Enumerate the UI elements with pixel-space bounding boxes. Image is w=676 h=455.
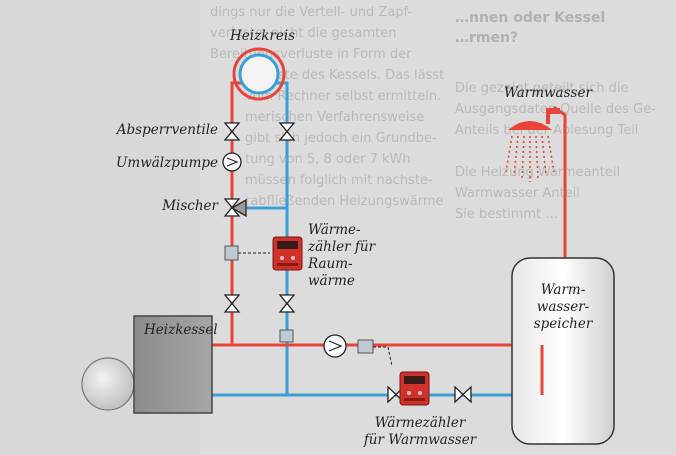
label-speicher-1: Warm- xyxy=(540,282,586,298)
label-waermezaehler-ww-2: für Warmwasser xyxy=(363,432,477,448)
sensor-wire xyxy=(373,346,393,367)
burner-icon xyxy=(81,357,135,411)
room-heat-sensor xyxy=(224,245,239,261)
label-waermezaehler-raum-3: Raum- xyxy=(308,256,353,272)
label-waermezaehler-raum-4: wärme xyxy=(308,273,355,289)
label-waermezaehler-raum-2: zähler für xyxy=(308,239,376,255)
return-sensor xyxy=(279,329,294,343)
label-absperrventile: Absperrventile xyxy=(116,122,218,138)
circulation-pump-icon xyxy=(222,152,242,172)
hot-water-pipe xyxy=(552,105,567,264)
valve-icon xyxy=(223,294,241,313)
label-heizkreis: Heizkreis xyxy=(230,28,296,44)
bg-text-line: dings nur die Vertell- und Zapf- xyxy=(210,5,413,20)
warmwater-pump-icon xyxy=(323,334,347,358)
bg-text-line: Warmwasser Anteil xyxy=(455,186,580,201)
heating-circuit-inner xyxy=(238,53,280,95)
valve-icon xyxy=(278,294,296,313)
bg-text-line: Die gezeigt geteilt sich die xyxy=(455,81,629,96)
bg-text-line: merischen Verfahrensweise xyxy=(245,110,425,125)
label-mischer: Mischer xyxy=(162,198,218,214)
label-speicher-3: speicher xyxy=(533,316,593,332)
bg-heading-2: …rmen? xyxy=(455,30,519,46)
bg-text-line: verluste, nicht die gesamten xyxy=(210,26,397,41)
label-heizkessel: Heizkessel xyxy=(144,322,218,338)
warmwater-sensor xyxy=(357,339,374,354)
bg-text-line: Sie bestimmt … xyxy=(455,207,559,222)
bg-heading-1: …nnen oder Kessel xyxy=(455,10,606,26)
label-waermezaehler-ww-1: Wärmezähler xyxy=(374,415,466,431)
bg-text-line: rabfließenden Heizungswärme xyxy=(245,194,444,209)
bg-text-line: Anteils bei der Ablesung Teil xyxy=(455,123,639,138)
label-warmwasser: Warmwasser xyxy=(504,85,592,101)
bg-text-line: müssen folglich mit nachste- xyxy=(245,173,433,188)
valve-icon xyxy=(278,122,296,141)
valve-icon xyxy=(223,122,241,141)
boiler-body xyxy=(133,315,213,414)
mixer-valve-icon xyxy=(223,198,247,218)
label-waermezaehler-raum-1: Wärme- xyxy=(308,222,361,238)
valve-icon xyxy=(454,385,472,404)
heat-meter-warmwater-icon xyxy=(399,371,430,406)
shower-icon xyxy=(505,108,560,182)
bg-text-line: vom Rechner selbst ermitteln. xyxy=(245,89,442,104)
storage-tank xyxy=(511,257,615,445)
label-speicher-2: wasser- xyxy=(536,299,590,315)
bg-text-line: gibt sich jedoch ein Grundbe- xyxy=(245,131,437,146)
heat-meter-room-icon xyxy=(272,236,303,271)
heating-circuit-outer xyxy=(232,47,286,101)
label-umwaelzpumpe: Umwälzpumpe xyxy=(116,155,218,171)
bg-text-line: verluste des Kessels. Das lässt xyxy=(245,68,445,83)
